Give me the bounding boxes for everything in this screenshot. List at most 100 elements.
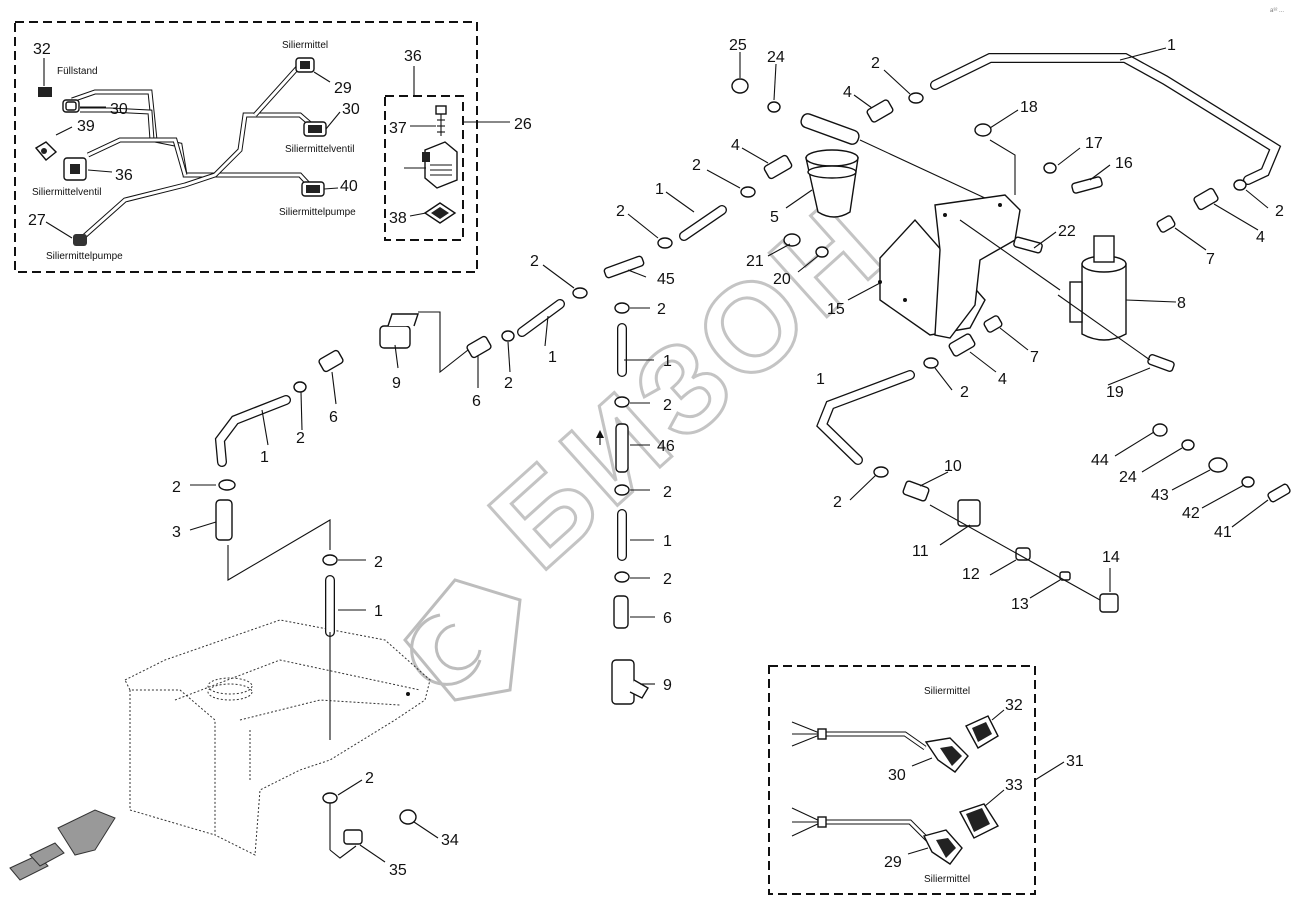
callout-2: 2	[692, 157, 701, 174]
inset-connector-cables: Siliermittel Siliermittel 32 30 33 29 31	[768, 665, 1084, 895]
connector-29-bottom	[922, 829, 963, 865]
label-siliermittel-top: Siliermittel	[924, 686, 970, 697]
callout-22: 22	[1058, 223, 1076, 240]
connector-fuellstand	[38, 87, 80, 113]
corner-mark: a³² ...	[1270, 8, 1284, 14]
callout-1: 1	[548, 349, 557, 366]
callout-35: 35	[389, 862, 407, 879]
callout-2: 2	[657, 301, 666, 318]
direction-arrow	[9, 809, 116, 881]
callout-2: 2	[663, 571, 672, 588]
label-siliermittelventil-left: Siliermittelventil	[32, 187, 101, 198]
callout-2: 2	[663, 484, 672, 501]
callout-21: 21	[746, 253, 764, 270]
callout-20: 20	[773, 271, 791, 288]
callout-26: 26	[514, 116, 532, 133]
callout-19: 19	[1106, 384, 1124, 401]
valve-screw-37	[435, 105, 447, 136]
callout-6: 6	[472, 393, 481, 410]
callout-46: 46	[657, 438, 675, 455]
callout-34: 34	[441, 832, 459, 849]
callout-4: 4	[731, 137, 740, 154]
callout-2: 2	[296, 430, 305, 447]
valve-coil-36	[422, 141, 458, 189]
callout-1: 1	[260, 449, 269, 466]
callout-25: 25	[729, 37, 747, 54]
label-siliermittelpumpe-right: Siliermittelpumpe	[279, 207, 356, 218]
callout-5: 5	[770, 209, 779, 226]
connector-30-bottom	[924, 737, 969, 773]
valve-seal-38	[423, 202, 457, 224]
fittings	[215, 99, 1219, 859]
callout-24: 24	[767, 49, 785, 66]
callout-38: 38	[389, 210, 407, 227]
callout-1: 1	[374, 603, 383, 620]
callout-leaders	[189, 47, 1269, 863]
callout-2: 2	[365, 770, 374, 787]
callout-2: 2	[833, 494, 842, 511]
callout-4: 4	[1256, 229, 1265, 246]
label-fuellstand: Füllstand	[57, 66, 98, 77]
callout-10: 10	[944, 458, 962, 475]
connector-33-bottom	[958, 803, 1000, 839]
callout-8: 8	[1177, 295, 1186, 312]
callout-1: 1	[663, 533, 672, 550]
callout-39: 39	[77, 118, 95, 135]
callout-6: 6	[329, 409, 338, 426]
callout-40: 40	[340, 178, 358, 195]
connector-40	[301, 181, 325, 197]
callout-45: 45	[657, 271, 675, 288]
connector-32-bottom	[965, 715, 999, 749]
callout-44: 44	[1091, 452, 1109, 469]
callout-2: 2	[504, 375, 513, 392]
callout-41: 41	[1214, 524, 1232, 541]
callout-6: 6	[663, 610, 672, 627]
callout-12: 12	[962, 566, 980, 583]
callout-2: 2	[663, 397, 672, 414]
callout-31: 31	[1066, 753, 1084, 770]
callout-16: 16	[1115, 155, 1133, 172]
callout-9: 9	[392, 375, 401, 392]
callout-4: 4	[998, 371, 1007, 388]
callout-30-inset: 30	[110, 101, 128, 118]
callout-30-inset-b: 30	[342, 101, 360, 118]
connector-29-inset	[295, 57, 315, 73]
callout-36-inset: 36	[115, 167, 133, 184]
label-siliermittel: Siliermittel	[282, 40, 328, 51]
bracket-15	[878, 194, 1021, 339]
callout-32-bottom: 32	[1005, 697, 1023, 714]
callout-30-bottom: 30	[888, 767, 906, 784]
callout-43: 43	[1151, 487, 1169, 504]
callout-37: 37	[389, 120, 407, 137]
callout-7: 7	[1030, 349, 1039, 366]
inset-valve-frame	[384, 95, 464, 241]
callout-7: 7	[1206, 251, 1215, 268]
callout-2: 2	[530, 253, 539, 270]
ball-valves	[379, 313, 649, 705]
callout-42: 42	[1182, 505, 1200, 522]
callout-1: 1	[1167, 37, 1176, 54]
callout-3: 3	[172, 524, 181, 541]
callout-13: 13	[1011, 596, 1029, 613]
callout-36-valve: 36	[404, 48, 422, 65]
callout-24: 24	[1119, 469, 1137, 486]
callout-29-bottom: 29	[884, 854, 902, 871]
harness-wires	[71, 63, 317, 242]
callout-2: 2	[1275, 203, 1284, 220]
connector-30-inset	[303, 121, 327, 137]
callout-2: 2	[616, 203, 625, 220]
hoses	[214, 53, 1282, 740]
label-siliermittelventil-top: Siliermittelventil	[285, 144, 354, 155]
connector-27	[73, 234, 87, 246]
clamps-and-washers	[218, 78, 1291, 825]
callout-29-inset: 29	[334, 80, 352, 97]
callout-14: 14	[1102, 549, 1120, 566]
filter-8	[1069, 235, 1127, 341]
callout-9: 9	[663, 677, 672, 694]
callout-17: 17	[1085, 135, 1103, 152]
callout-numbers: 25 24 2 4 1 18 17 16 4 2 5 2 1 2 2 22 4 …	[172, 37, 1284, 879]
callout-2: 2	[374, 554, 383, 571]
callout-2: 2	[172, 479, 181, 496]
callout-1: 1	[663, 353, 672, 370]
inset-wiring-harness: 26 Füllstand Siliermittel Siliermittelve…	[14, 21, 532, 273]
